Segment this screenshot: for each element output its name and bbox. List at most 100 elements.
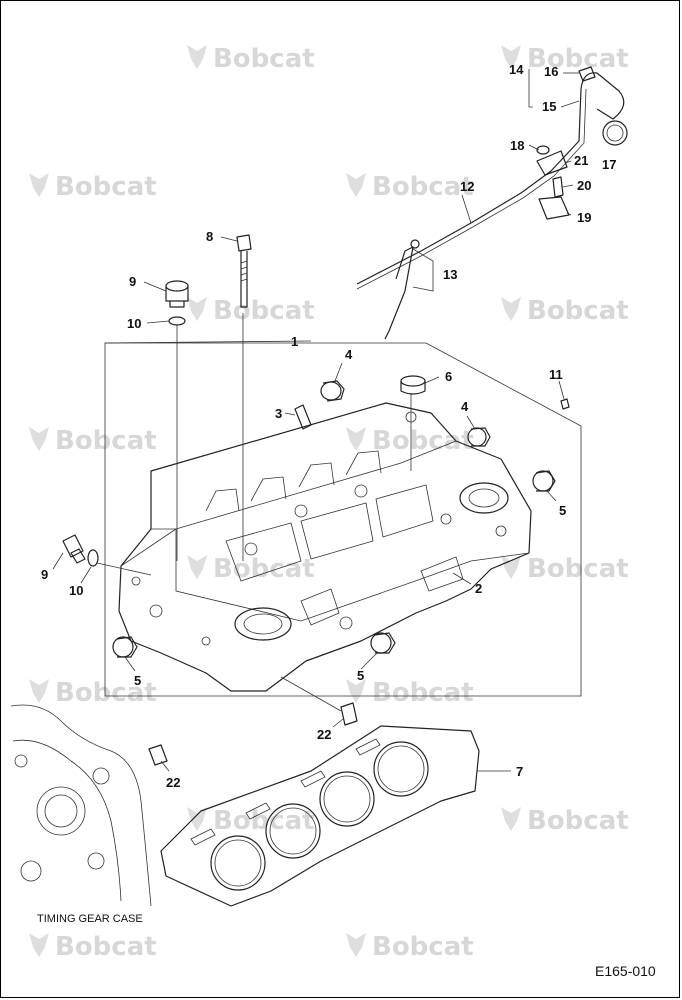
callout-10: 10	[69, 583, 83, 598]
watermark: Bobcat	[346, 678, 474, 708]
watermark-text: Bobcat	[55, 172, 157, 202]
plug-side	[374, 632, 396, 654]
callout-19: 19	[577, 210, 591, 225]
rocker-pedestals	[205, 450, 382, 512]
leader-15	[560, 100, 580, 108]
bobcat-logo-icon	[346, 933, 366, 957]
bobcat-logo-icon	[501, 45, 521, 69]
plug-face	[370, 632, 392, 654]
watermark-text: Bobcat	[372, 932, 474, 962]
callout-6: 6	[445, 369, 452, 384]
bobcat-logo-icon	[187, 297, 207, 321]
watermark-group: Bobcat Bobcat Bobcat Bobcat Bobcat Bobca…	[29, 44, 629, 962]
plug-side	[535, 470, 556, 492]
case-bore-inner	[44, 794, 78, 828]
case-edge	[10, 704, 152, 907]
callout-5: 5	[559, 503, 566, 518]
bobcat-logo-icon	[29, 679, 49, 703]
watermark: Bobcat	[29, 426, 157, 456]
bolt-11	[560, 398, 570, 410]
plug-face	[320, 381, 342, 401]
leader-21	[564, 160, 572, 164]
bobcat-logo-icon	[187, 807, 207, 831]
callout-7: 7	[516, 764, 523, 779]
plug-22-axis	[280, 676, 342, 712]
head-hole	[294, 504, 308, 518]
plug-9-left	[62, 534, 86, 564]
case-hole	[87, 852, 105, 870]
head-hole	[131, 576, 141, 586]
assembly-bracket	[104, 342, 582, 697]
cylinder-head	[118, 402, 532, 692]
dowel-body	[294, 404, 312, 430]
leader-10a	[146, 320, 170, 324]
callout-2: 2	[475, 581, 482, 596]
head-hole	[149, 604, 163, 618]
callout-14: 14	[509, 62, 524, 77]
leader-18	[528, 144, 540, 151]
leader-3	[284, 412, 296, 416]
head-gasket	[160, 725, 480, 907]
head-hole	[244, 542, 258, 556]
plug-5-left	[112, 636, 138, 658]
gasket-bore-ring	[377, 745, 425, 793]
plug-face	[532, 470, 554, 492]
watermark: Bobcat	[346, 426, 474, 456]
callout-11: 11	[549, 367, 563, 382]
callout-9: 9	[41, 567, 48, 582]
bracket-21	[536, 150, 568, 176]
callout-3: 3	[275, 406, 282, 421]
head-outline	[118, 402, 532, 692]
bobcat-logo-icon	[29, 173, 49, 197]
gasket-outline	[160, 725, 480, 907]
cap-6	[400, 375, 426, 395]
leader-6	[424, 376, 440, 384]
callout-12: 12	[460, 179, 474, 194]
pipe-15	[580, 72, 625, 120]
callout-17: 17	[602, 157, 616, 172]
plug-5-mid	[370, 632, 396, 654]
bobcat-logo-icon	[501, 807, 521, 831]
head-hole	[201, 636, 211, 646]
watermark: Bobcat	[187, 806, 315, 836]
clamp-17	[602, 120, 628, 146]
callout-1: 1	[291, 334, 298, 349]
leader-lines	[52, 69, 580, 772]
callout-13: 13	[443, 267, 457, 282]
leader-20	[562, 184, 574, 188]
callout-10: 10	[127, 316, 141, 331]
callout-4: 4	[345, 347, 353, 362]
plug-22-lower	[148, 744, 168, 766]
gasket-bore-ring	[323, 775, 371, 823]
front-bore-inner	[243, 613, 283, 635]
watermark-text: Bobcat	[213, 806, 315, 836]
bobcat-logo-icon	[501, 555, 521, 579]
watermark-text: Bobcat	[527, 554, 629, 584]
leader-22b	[160, 760, 170, 772]
front-bore	[234, 607, 292, 641]
plug-5-right	[532, 470, 556, 492]
leader-4b	[466, 415, 476, 430]
callout-8: 8	[206, 229, 213, 244]
plug-4-upper	[320, 380, 345, 402]
fitting-13	[384, 246, 414, 340]
watermark-text: Bobcat	[55, 426, 157, 456]
bobcat-logo-icon	[29, 933, 49, 957]
watermark-text: Bobcat	[372, 172, 474, 202]
plug-head	[62, 534, 84, 558]
bobcat-logo-icon	[29, 427, 49, 451]
plug-side	[322, 380, 345, 402]
leader-13	[412, 248, 434, 292]
head-hole	[339, 616, 353, 630]
watermark: Bobcat	[29, 678, 157, 708]
watermark: Bobcat	[501, 296, 629, 326]
watermark-text: Bobcat	[213, 44, 315, 74]
watermark: Bobcat	[187, 44, 315, 74]
watermark-text: Bobcat	[213, 296, 315, 326]
leader-4a	[334, 362, 343, 382]
case-hole	[92, 767, 110, 785]
plug-side	[116, 636, 138, 658]
plug-face	[112, 636, 134, 658]
